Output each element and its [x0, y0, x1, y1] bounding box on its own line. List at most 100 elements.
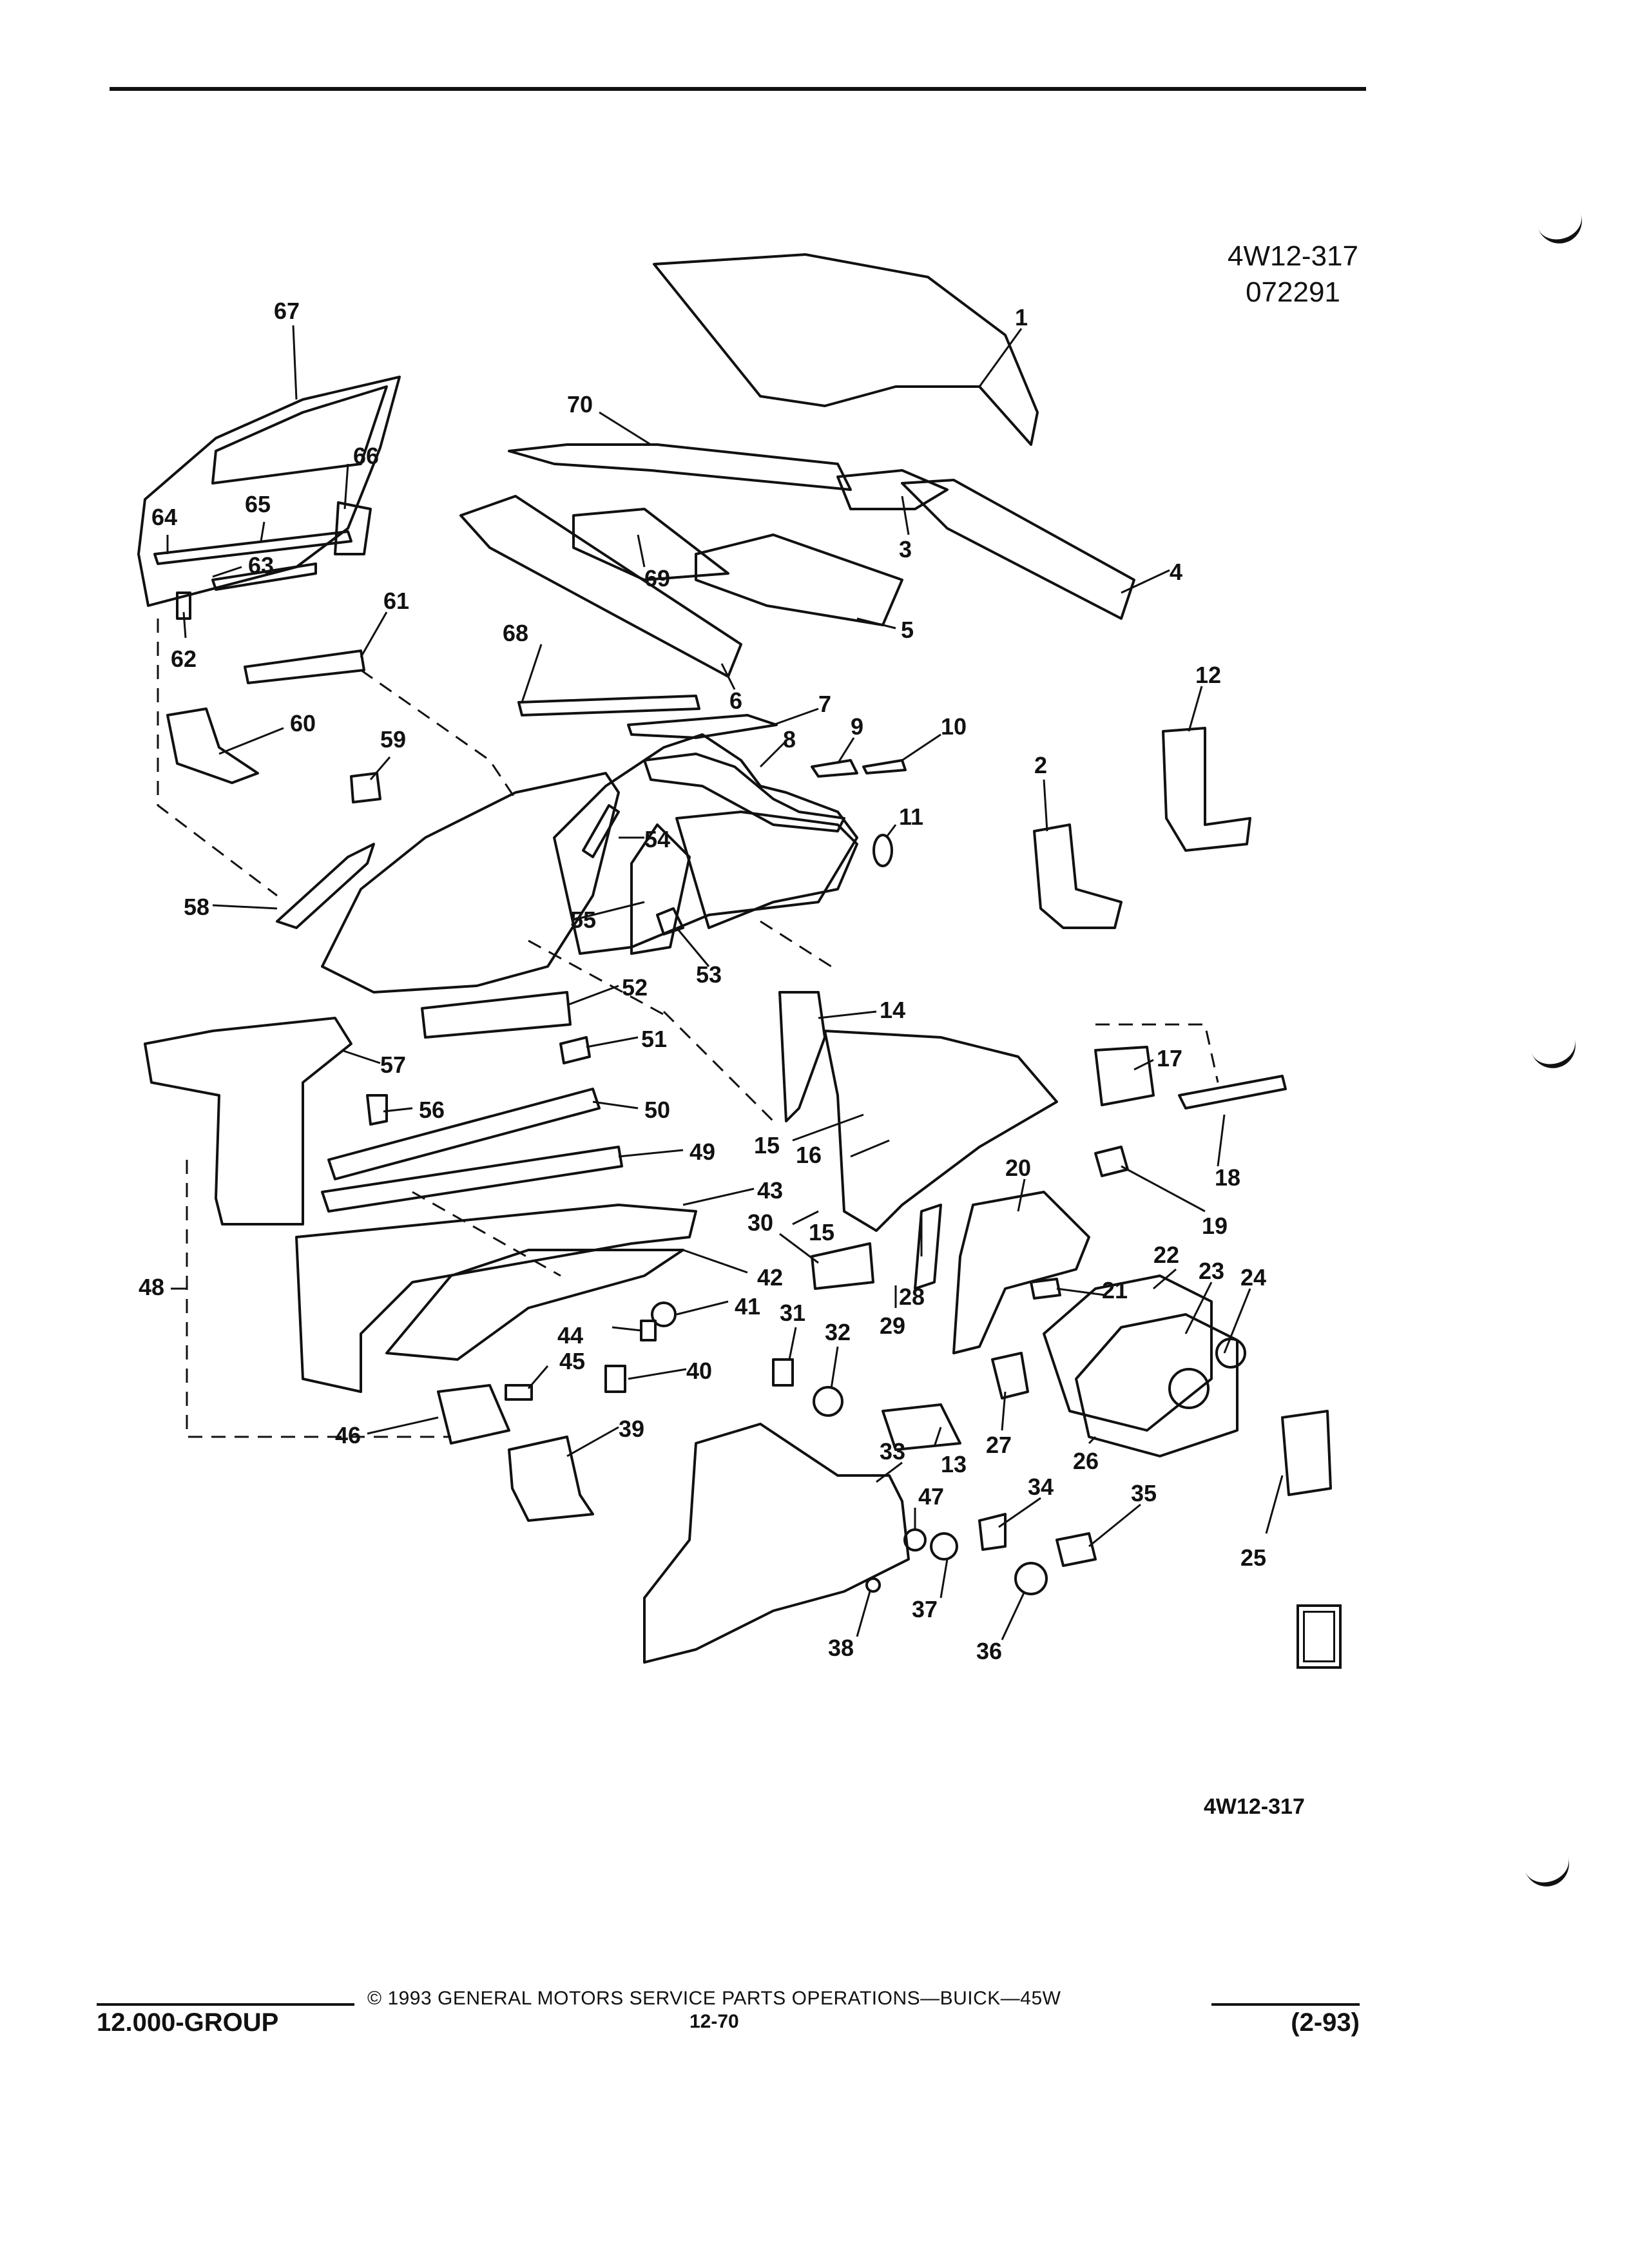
callout-40: 40 — [686, 1358, 712, 1384]
front-door-frame — [137, 376, 401, 607]
quarter-inner-panel — [295, 1204, 697, 1393]
cowl-panel — [166, 707, 259, 784]
body-side-outer — [321, 772, 620, 994]
callout-14: 14 — [880, 997, 905, 1023]
callout-20: 20 — [1005, 1155, 1031, 1181]
callout-9: 9 — [851, 713, 863, 740]
wheelhouse-liner — [1043, 1274, 1213, 1432]
top-rule — [110, 87, 1366, 91]
callout-25: 25 — [1240, 1544, 1266, 1571]
callout-57: 57 — [380, 1052, 406, 1078]
callout-63: 63 — [248, 552, 274, 579]
callout-54: 54 — [644, 826, 670, 852]
filler-10 — [862, 759, 907, 774]
footer-page-number: 12-70 — [689, 2011, 739, 2032]
rear-door-opening — [553, 733, 858, 955]
hinge-bracket-56 — [366, 1094, 388, 1126]
drawing-date: 072291 — [1246, 276, 1340, 308]
callout-16: 16 — [796, 1142, 822, 1168]
callout-66: 66 — [353, 443, 379, 469]
callout-46: 46 — [335, 1422, 361, 1448]
callout-24: 24 — [1240, 1264, 1266, 1291]
roof-rear-rail — [836, 469, 949, 510]
callout-69: 69 — [644, 565, 670, 591]
leader-lines — [166, 325, 1284, 1640]
roof-rail-inner-49 — [321, 1146, 623, 1213]
callout-labels: 1 2 3 4 5 6 7 8 9 10 11 12 13 14 15 15 1… — [139, 298, 1266, 1664]
callout-3: 3 — [899, 536, 912, 562]
rocker-reinforcement — [244, 649, 365, 684]
bracket-19 — [1094, 1146, 1129, 1177]
callout-56: 56 — [419, 1097, 445, 1123]
callout-49: 49 — [689, 1139, 715, 1165]
grommet-41 — [651, 1302, 677, 1327]
guide-line — [186, 1160, 451, 1438]
callout-50: 50 — [644, 1097, 670, 1123]
guide-line — [360, 669, 517, 800]
bracket-17 — [1094, 1046, 1155, 1106]
callout-2: 2 — [1034, 752, 1047, 778]
bracket-59 — [350, 772, 381, 803]
callout-64: 64 — [151, 504, 177, 530]
callout-15: 15 — [754, 1132, 780, 1158]
callout-11: 11 — [899, 803, 923, 830]
callout-51: 51 — [641, 1026, 667, 1052]
bracket-25 — [1281, 1410, 1332, 1496]
callout-32: 32 — [825, 1319, 851, 1345]
grommet-11 — [872, 834, 893, 867]
callout-22: 22 — [1153, 1242, 1179, 1268]
guide-line — [1095, 1023, 1219, 1083]
gm-spo-logo-inner — [1303, 1611, 1335, 1662]
guide-line — [760, 920, 832, 968]
filler-9 — [811, 759, 858, 778]
roof-bow-panel — [695, 533, 903, 626]
quarter-outer-panel — [643, 1423, 910, 1664]
rocker-inner — [421, 991, 572, 1039]
callout-39: 39 — [619, 1416, 644, 1442]
drawing-id-block: 4W12-317 072291 — [1228, 238, 1358, 311]
callout-45: 45 — [559, 1348, 585, 1374]
wheelhouse-hole — [1168, 1368, 1210, 1409]
guide-line — [412, 1191, 561, 1277]
callout-33: 33 — [880, 1438, 905, 1465]
door-hinge — [334, 501, 372, 555]
callout-8: 8 — [783, 726, 796, 753]
callout-7: 7 — [818, 691, 831, 717]
callout-70: 70 — [567, 391, 593, 418]
rear-floor-bracket-39 — [508, 1436, 594, 1522]
guide-line — [157, 619, 278, 897]
door-hinge-bar — [153, 530, 352, 565]
bottom-drawing-code: 4W12-317 — [1204, 1794, 1305, 1819]
bracket-2 — [1033, 823, 1123, 929]
footer-group: 12.000-GROUP — [97, 2008, 279, 2037]
callout-17: 17 — [1157, 1045, 1182, 1072]
callout-26: 26 — [1073, 1448, 1099, 1474]
bracket-27 — [991, 1352, 1029, 1399]
clip-40 — [604, 1365, 626, 1393]
brace-28 — [914, 1204, 942, 1290]
bracket-13 — [882, 1403, 961, 1451]
callout-47: 47 — [918, 1483, 944, 1510]
bracket-12 — [1162, 727, 1251, 852]
callout-5: 5 — [901, 617, 914, 643]
quarter-panel-outline — [675, 811, 858, 929]
floor-brace-46 — [437, 1384, 510, 1445]
door-striker — [176, 591, 191, 620]
footer-rule-left — [97, 2003, 354, 2006]
callout-23: 23 — [1199, 1258, 1224, 1284]
callout-27: 27 — [986, 1432, 1012, 1458]
callout-36: 36 — [976, 1638, 1002, 1664]
quarter-inner-body — [824, 1030, 1058, 1232]
callout-35: 35 — [1131, 1480, 1157, 1506]
wheel-opening-55 — [630, 823, 691, 955]
callout-30: 30 — [747, 1209, 773, 1236]
page-footer: 12.000-GROUP © 1993 GENERAL MOTORS SERVI… — [97, 1988, 1360, 2065]
wheelhouse-hole-upper — [1215, 1338, 1246, 1369]
callout-19: 19 — [1202, 1213, 1228, 1239]
callout-28: 28 — [899, 1283, 925, 1310]
callout-21: 21 — [1102, 1277, 1128, 1303]
wheelhouse-outer — [952, 1191, 1090, 1354]
clip-44 — [640, 1320, 657, 1341]
callout-62: 62 — [171, 646, 197, 672]
fuel-door-housing-36 — [1014, 1562, 1048, 1595]
